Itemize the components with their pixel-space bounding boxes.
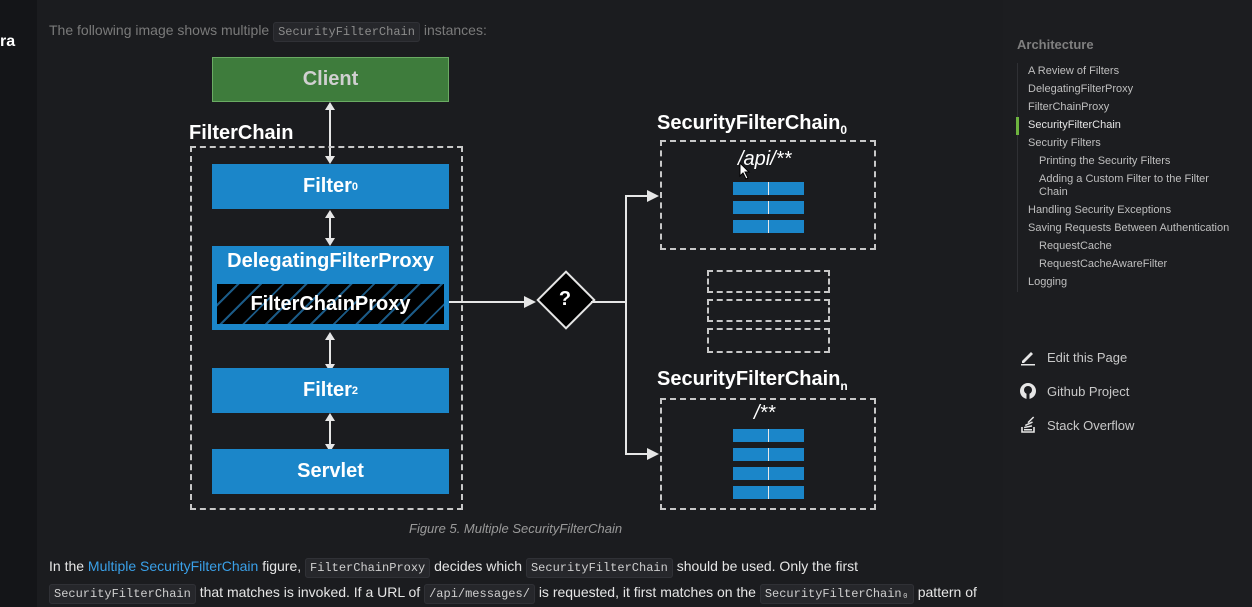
client-box: Client [212,57,449,102]
figure-caption: Figure 5. Multiple SecurityFilterChain [409,521,623,536]
intro-text: The following image shows multiple Secur… [49,22,487,42]
figure-link[interactable]: Multiple SecurityFilterChain [87,558,259,574]
toc-item[interactable]: Logging [1028,276,1068,288]
inline-code: SecurityFilterChain [49,584,196,604]
delegating-filter-proxy-box: DelegatingFilterProxy FilterChainProxy [212,246,449,330]
toc-title: Architecture [1017,37,1094,52]
left-window-edge: ra [0,0,37,607]
main-content: The following image shows multiple Secur… [37,0,1003,607]
mouse-cursor-icon [739,162,751,180]
inline-code: SecurityFilterChain [273,22,420,42]
stack-overflow-icon [1021,416,1035,433]
toc-item[interactable]: RequestCache [1039,240,1112,252]
github-icon [1020,383,1036,399]
security-filter-chain-0-box [660,140,876,250]
filter-chain-proxy-box: FilterChainProxy [216,283,445,325]
placeholder-chain [707,299,830,322]
inline-code: SecurityFilterChain [525,558,673,578]
inline-code: SecurityFilterChain₀ [759,584,914,604]
body-paragraph: In the Multiple SecurityFilterChain figu… [49,554,989,606]
toc-item[interactable]: DelegatingFilterProxy [1028,83,1134,95]
filterchain-container [190,146,463,510]
github-project-link[interactable]: Github Project [1019,382,1129,400]
servlet-box: Servlet [212,449,449,494]
toc-item[interactable]: A Review of Filters [1028,65,1120,77]
toc-item[interactable]: RequestCacheAwareFilter [1039,258,1168,270]
inline-code: FilterChainProxy [305,558,431,578]
stack-overflow-link[interactable]: Stack Overflow [1019,416,1134,434]
security-filter-chain-0-label: SecurityFilterChain0 [657,112,848,137]
placeholder-chain [707,270,830,293]
filterchain-label: FilterChain [189,122,294,144]
placeholder-chain [707,328,830,353]
security-filter-chain-n-label: SecurityFilterChainn [657,368,848,393]
toc-item[interactable]: Adding a Custom Filter to the Filter Cha… [1039,173,1209,198]
decision-label: ? [558,288,572,310]
toc-item[interactable]: Saving Requests Between Authentication [1028,222,1230,234]
toc-item[interactable]: SecurityFilterChain [1016,117,1238,135]
clipped-window-text: ra [0,33,16,50]
security-filter-chain-n-box [660,398,876,510]
edit-page-link[interactable]: Edit this Page [1019,348,1127,366]
pencil-icon [1021,352,1035,366]
sfcn-pattern: /** [754,402,776,424]
toc-item[interactable]: FilterChainProxy [1028,101,1110,113]
sfc0-pattern: /api/** [738,148,792,170]
toc-item[interactable]: Handling Security Exceptions [1028,204,1172,216]
toc-item[interactable]: Printing the Security Filters [1039,155,1171,167]
toc-item[interactable]: Security Filters [1028,137,1101,149]
inline-code: /api/messages/ [424,584,535,604]
